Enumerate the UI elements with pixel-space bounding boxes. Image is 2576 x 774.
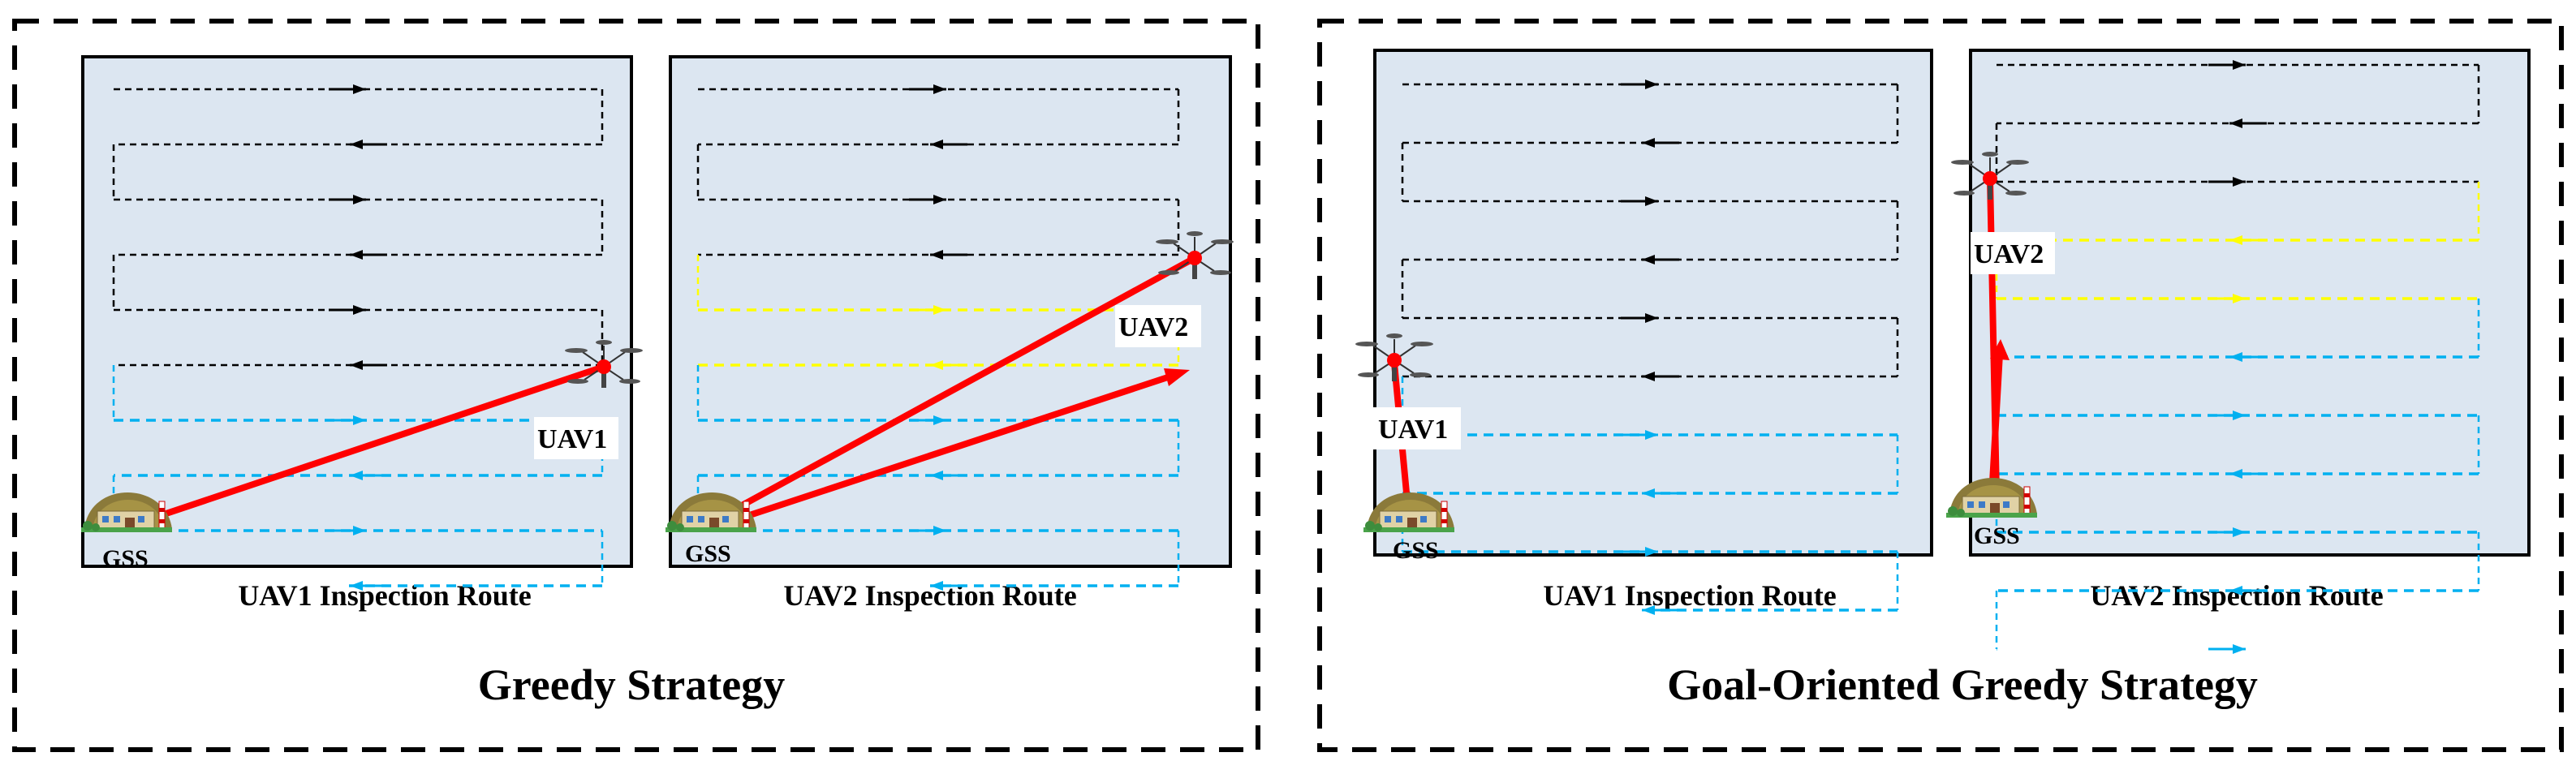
- uav-label: UAV1: [1378, 415, 1448, 445]
- route-direction-arrow: [933, 526, 946, 535]
- route-direction-arrow: [930, 360, 943, 370]
- route-direction-arrow: [353, 84, 366, 94]
- route-direction-arrow: [1642, 138, 1655, 148]
- route-direction-arrow: [353, 305, 366, 315]
- route-direction-arrow: [1642, 605, 1655, 615]
- route-direction-arrow: [2233, 527, 2246, 537]
- route-direction-arrow: [930, 471, 943, 480]
- uav-label: UAV1: [537, 424, 607, 454]
- route-direction-arrow: [933, 195, 946, 204]
- route-direction-arrow: [350, 471, 363, 480]
- route-direction-arrow: [2233, 411, 2246, 420]
- route-direction-arrow: [930, 140, 943, 149]
- inspection-routes: [112, 60, 2480, 654]
- route-direction-arrow: [2233, 294, 2246, 303]
- uav-label: UAV2: [1974, 239, 2044, 269]
- uav-label: UAV2: [1118, 312, 1188, 342]
- map-caption: UAV2 Inspection Route: [2090, 579, 2383, 612]
- route-direction-arrow: [933, 305, 946, 315]
- panel-title: Goal-Oriented Greedy Strategy: [1667, 660, 2258, 709]
- gss-label: GSS: [102, 545, 149, 572]
- gss-label: GSS: [1974, 522, 2020, 549]
- greedy-uav2-outbound-arrow: [704, 368, 1190, 532]
- route-direction-arrow: [1645, 430, 1658, 440]
- goal-oriented-strategy-panel: Goal-Oriented Greedy Strategy: [1317, 19, 2564, 752]
- gss-label: GSS: [685, 540, 731, 567]
- route-direction-arrow: [350, 250, 363, 260]
- route-direction-arrow: [1645, 80, 1658, 89]
- greedy-strategy-panel: Greedy Strategy: [12, 19, 1260, 752]
- panel-title: Greedy Strategy: [478, 660, 785, 709]
- goal-uav2-outbound-arrow: [1988, 339, 2010, 500]
- route-direction-arrow: [930, 581, 943, 591]
- route-direction-arrow: [2229, 469, 2242, 479]
- route-direction-arrow: [2233, 644, 2246, 654]
- route-direction-arrow: [2229, 118, 2242, 128]
- route-direction-arrow: [2233, 60, 2246, 70]
- route-direction-arrow: [1645, 313, 1658, 323]
- map-caption: UAV1 Inspection Route: [1543, 579, 1836, 612]
- route-direction-arrow: [1642, 372, 1655, 381]
- route-direction-arrow: [933, 84, 946, 94]
- route-direction-arrow: [353, 195, 366, 204]
- route-direction-arrow: [353, 415, 366, 425]
- label-boxes: UAV1 UAV2 UAV1 UAV2 GSS GSS GSS GSS: [102, 232, 2055, 572]
- goal-uav1-map: UAV1 Inspection Route: [1373, 49, 1933, 612]
- route-direction-arrow: [350, 360, 363, 370]
- route-direction-arrow: [1642, 488, 1655, 498]
- route-direction-arrow: [350, 581, 363, 591]
- map-caption: UAV1 Inspection Route: [238, 579, 531, 612]
- route-direction-arrow: [930, 250, 943, 260]
- route-direction-arrow: [2229, 586, 2242, 596]
- map-caption: UAV2 Inspection Route: [783, 579, 1076, 612]
- route-direction-arrow: [2229, 235, 2242, 245]
- route-direction-arrow: [2229, 352, 2242, 362]
- gss-label: GSS: [1393, 537, 1439, 564]
- route-direction-arrow: [350, 140, 363, 149]
- route-direction-arrow: [933, 415, 946, 425]
- route-direction-arrow: [2233, 177, 2246, 187]
- route-direction-arrow: [1642, 255, 1655, 264]
- goal-uav2-map: UAV2 Inspection Route: [1969, 49, 2531, 612]
- route-direction-arrow: [1645, 547, 1658, 557]
- route-direction-arrow: [1645, 196, 1658, 206]
- route-direction-arrow: [353, 526, 366, 535]
